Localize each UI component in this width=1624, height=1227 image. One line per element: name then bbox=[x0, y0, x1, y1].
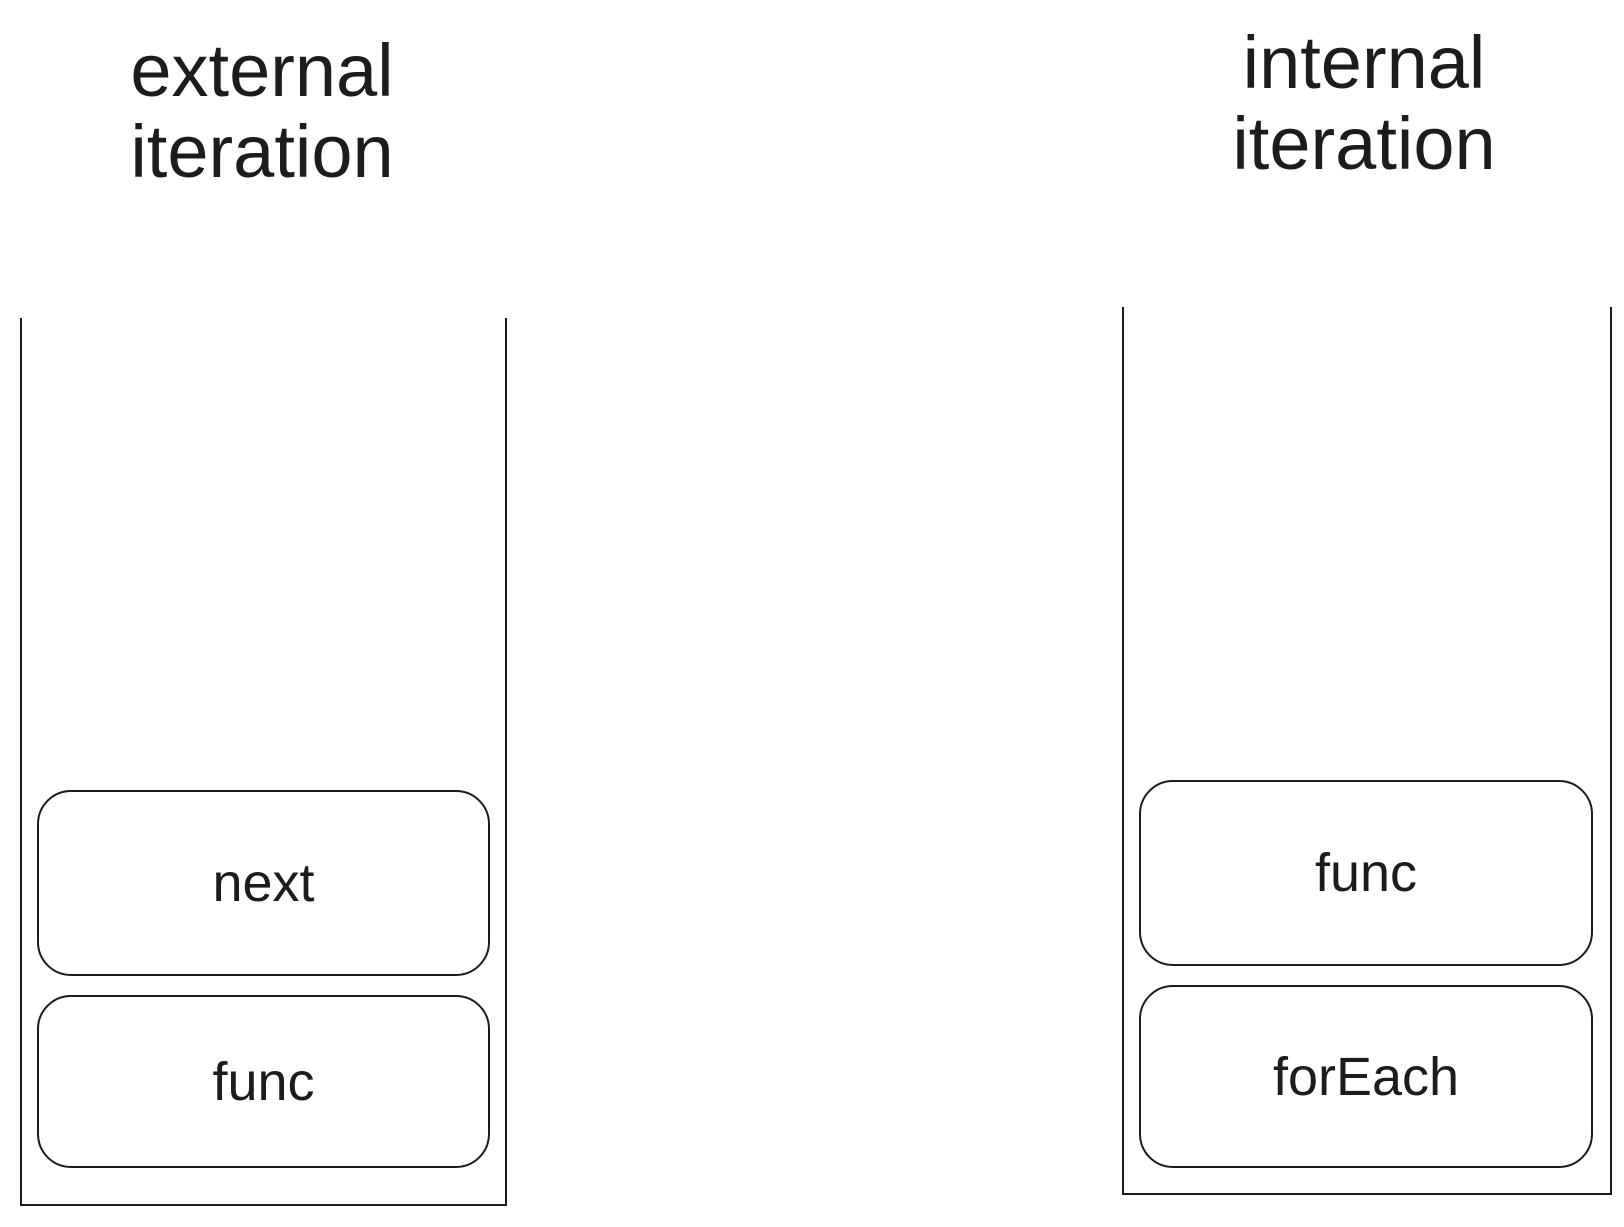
title-line-1: internal bbox=[1242, 21, 1486, 104]
external-iteration-title: external iteration bbox=[92, 30, 432, 192]
stack-frame-next: next bbox=[37, 790, 490, 976]
stack-frame-foreach: forEach bbox=[1139, 985, 1593, 1168]
internal-iteration-title: internal iteration bbox=[1194, 22, 1534, 184]
stack-frame-func-internal: func bbox=[1139, 780, 1593, 966]
stack-frame-label: next bbox=[212, 853, 315, 913]
stack-frame-label: forEach bbox=[1272, 1046, 1460, 1107]
stack-frame-label: func bbox=[212, 1051, 315, 1112]
call-stack-external bbox=[20, 318, 507, 1206]
title-line-1: external bbox=[130, 29, 394, 112]
stack-frame-label: func bbox=[1314, 843, 1418, 903]
stack-frame-func-external: func bbox=[37, 995, 490, 1168]
call-stack-internal bbox=[1122, 307, 1612, 1195]
title-line-2: iteration bbox=[1232, 102, 1496, 185]
title-line-2: iteration bbox=[130, 110, 394, 193]
